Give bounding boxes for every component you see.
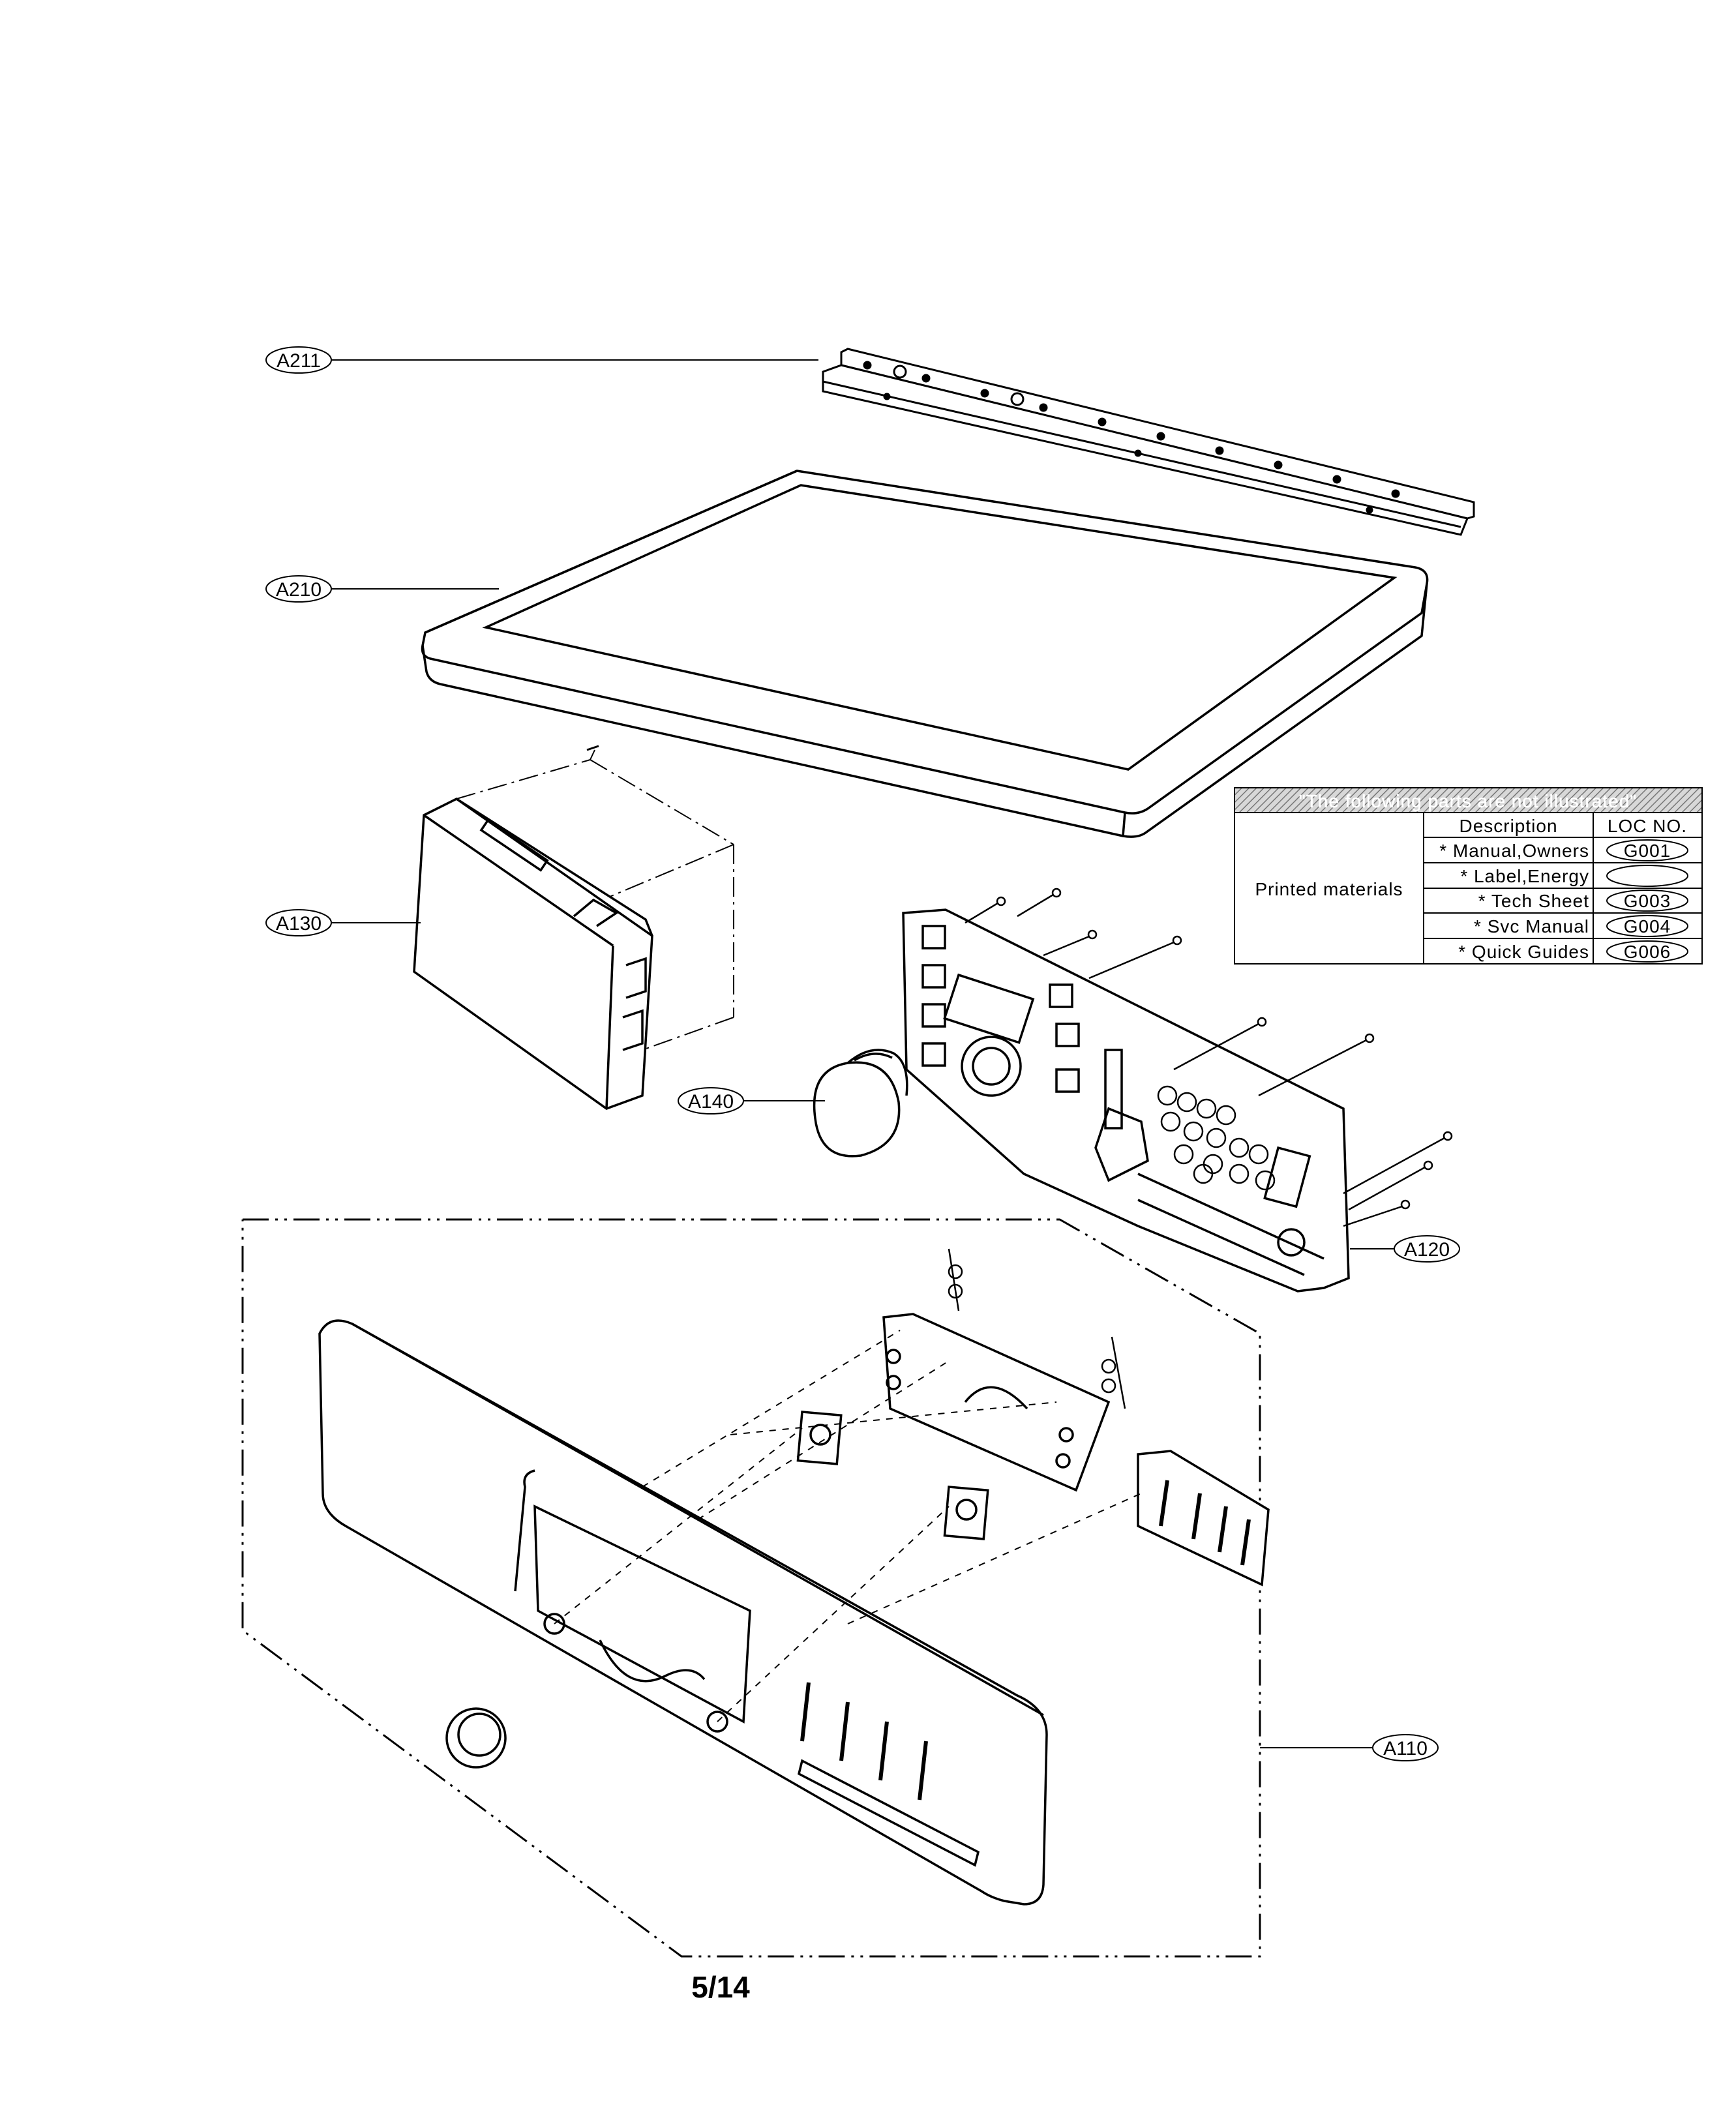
callout-a110: A110: [1372, 1734, 1439, 1761]
svg-text:G003: G003: [1624, 891, 1671, 911]
table-row: * Label,Energy: [1460, 865, 1688, 887]
table-row: * Quick Guides G006: [1458, 940, 1688, 963]
svg-text:* Quick Guides: * Quick Guides: [1458, 942, 1589, 962]
part-a210-top-plate: [421, 470, 1429, 838]
part-a140-knob: [813, 1049, 908, 1158]
part-a211-top-bracket: [822, 348, 1475, 536]
part-a120-control-frame: [902, 888, 1453, 1293]
svg-text:* Tech Sheet: * Tech Sheet: [1478, 891, 1589, 911]
part-a110-control-panel: [241, 1218, 1270, 1958]
svg-text:A110: A110: [1383, 1738, 1428, 1759]
svg-text:A211: A211: [277, 350, 321, 372]
table-row: * Tech Sheet G003: [1478, 890, 1688, 912]
svg-text:G001: G001: [1624, 841, 1671, 861]
svg-text:A120: A120: [1404, 1239, 1450, 1261]
svg-text:G004: G004: [1624, 916, 1671, 936]
callout-a120: A120: [1394, 1235, 1460, 1263]
not-illustrated-table: "The following parts are not illustrated…: [1234, 787, 1703, 965]
group-label: Printed materials: [1255, 879, 1403, 899]
col-loc-header: LOC NO.: [1608, 816, 1687, 836]
callout-a211: A211: [265, 346, 332, 374]
table-row: * Manual,Owners G001: [1439, 839, 1688, 861]
page-number: 5/14: [691, 1970, 750, 2004]
callout-a210: A210: [265, 575, 332, 603]
callout-a140: A140: [678, 1087, 744, 1114]
svg-text:G006: G006: [1624, 942, 1671, 962]
table-row: * Svc Manual G004: [1474, 915, 1688, 937]
svg-text:* Manual,Owners: * Manual,Owners: [1439, 841, 1589, 861]
svg-text:A210: A210: [276, 579, 322, 601]
callout-leaders: [331, 359, 1396, 1748]
svg-text:A140: A140: [688, 1091, 734, 1113]
col-description-header: Description: [1459, 816, 1557, 836]
callout-a130: A130: [265, 909, 332, 936]
svg-text:A130: A130: [276, 913, 322, 935]
part-a130-dispenser-drawer: [413, 745, 734, 1110]
table-header: "The following parts are not illustrated…: [1299, 791, 1637, 811]
svg-text:* Label,Energy: * Label,Energy: [1460, 866, 1589, 886]
svg-text:* Svc Manual: * Svc Manual: [1474, 916, 1589, 936]
